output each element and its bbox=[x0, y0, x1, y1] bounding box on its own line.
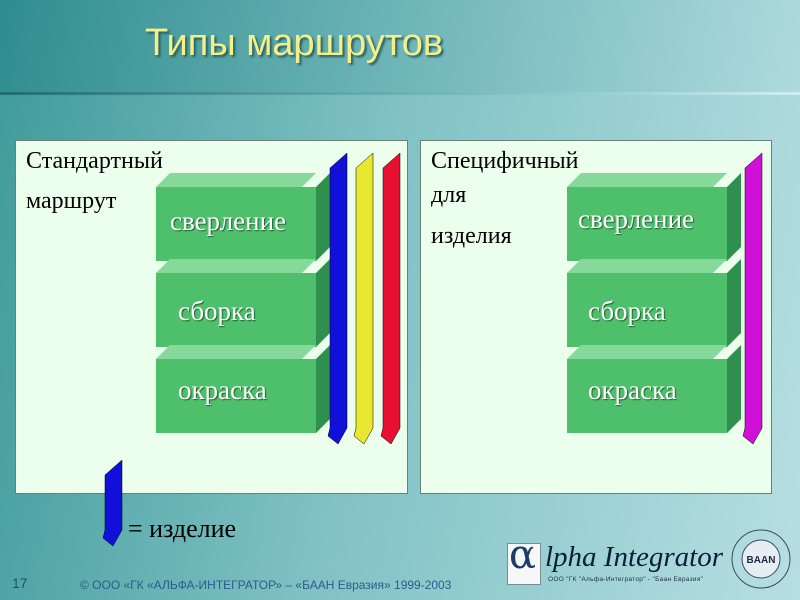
block-top-face bbox=[567, 173, 727, 187]
block-front-face bbox=[156, 359, 316, 433]
panel-label-line2: маршрут bbox=[26, 188, 117, 214]
block-front-face bbox=[567, 359, 727, 433]
legend-label: = изделие bbox=[128, 514, 237, 543]
legend-arrow-blue bbox=[102, 459, 123, 547]
block-front-face bbox=[567, 187, 727, 261]
step-label: окраска bbox=[178, 375, 267, 405]
block-front-face bbox=[567, 273, 727, 347]
title-band bbox=[0, 0, 800, 95]
route-arrow-magenta bbox=[742, 152, 763, 445]
panel-label-line3: изделия bbox=[431, 223, 512, 249]
seal-text: BAAN bbox=[747, 555, 776, 566]
block-top-face bbox=[156, 173, 316, 187]
block-top-face bbox=[567, 345, 727, 359]
step-label: окраска bbox=[588, 375, 677, 405]
panel-label-line2: для bbox=[431, 182, 467, 208]
copyright-footer: © ООО «ГК «АЛЬФА-ИНТЕГРАТОР» – «БААН Евр… bbox=[80, 578, 452, 592]
page-number: 17 bbox=[12, 575, 28, 591]
alpha-icon: α bbox=[509, 532, 537, 578]
logo-subtitle: ООО "ГК "Альфа-Интегратор" - "Баан Евраз… bbox=[548, 576, 704, 583]
step-label: сверление bbox=[578, 204, 695, 234]
title-underline bbox=[0, 92, 800, 95]
block-front-face bbox=[156, 273, 316, 347]
panel-label-line1: Специфичный bbox=[431, 148, 579, 174]
block-side-face bbox=[727, 345, 741, 433]
slide-title: Типы маршрутов bbox=[145, 22, 444, 64]
block-side-face bbox=[316, 345, 330, 433]
panel-label-line1: Стандартный bbox=[26, 148, 163, 174]
block-front-face bbox=[156, 187, 316, 261]
route-arrow-yellow bbox=[353, 152, 374, 445]
step-label: сверление bbox=[170, 206, 287, 236]
baan-seal-icon: BAAN bbox=[731, 529, 791, 589]
block-top-face bbox=[156, 259, 316, 273]
route-arrow-red bbox=[380, 152, 401, 445]
route-arrow-blue bbox=[327, 152, 348, 445]
alpha-logo-box bbox=[507, 543, 541, 585]
step-label: сборка bbox=[588, 296, 666, 326]
step-label: сборка bbox=[178, 296, 256, 326]
block-top-face bbox=[156, 345, 316, 359]
block-top-face bbox=[567, 259, 727, 273]
block-side-face bbox=[727, 173, 741, 261]
block-side-face bbox=[727, 259, 741, 347]
logo-name: lpha Integrator bbox=[545, 541, 724, 573]
block-side-face bbox=[316, 173, 330, 261]
block-side-face bbox=[316, 259, 330, 347]
